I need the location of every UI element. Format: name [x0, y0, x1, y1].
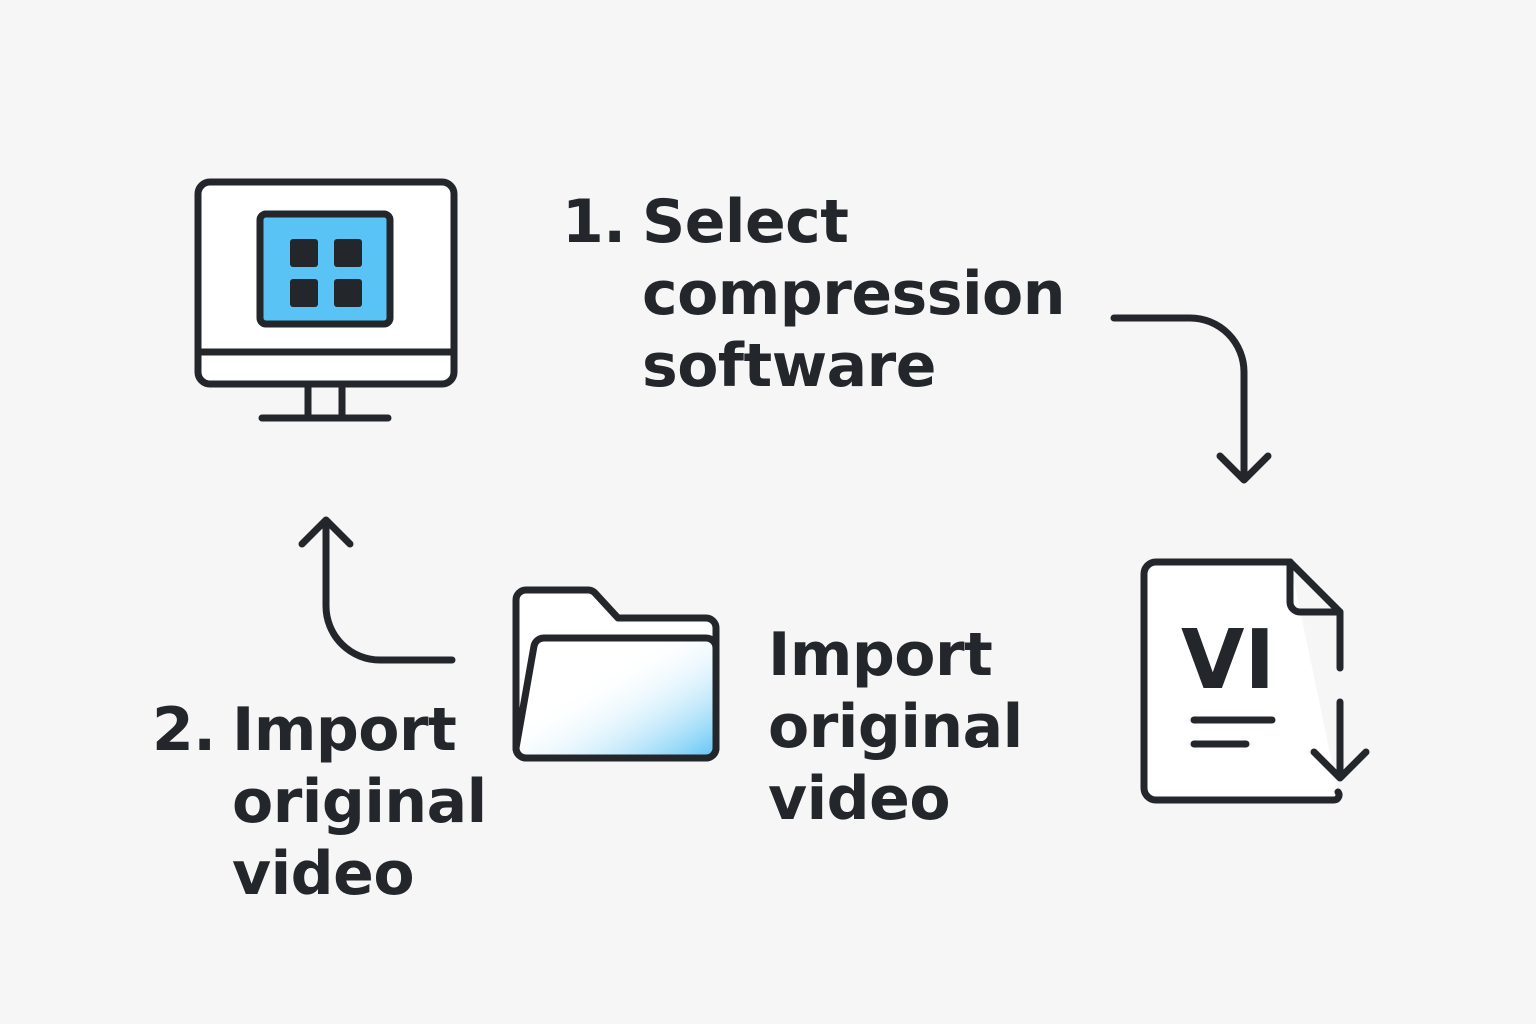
step-1-number: 1. [562, 187, 626, 257]
folder-label: Import original video [768, 619, 1023, 835]
step-1-line-3: software [642, 331, 936, 401]
step-2-number: 2. [152, 695, 216, 765]
step-1-line-2: compression [642, 259, 1065, 329]
video-file-icon: VI [1140, 558, 1344, 804]
app-grid-icon [256, 210, 394, 328]
arrow-to-monitor-icon [298, 516, 456, 664]
step-1-label: 1. Select compression software [562, 186, 1065, 402]
step-2-line-1: Import [232, 695, 457, 765]
download-arrow-icon [1310, 698, 1370, 782]
arrow-to-file-icon [1110, 314, 1272, 484]
step-2-line-3: video [232, 839, 415, 909]
step-2-line-2: original [232, 767, 487, 837]
folder-label-line-3: video [768, 764, 951, 834]
step-2-label: 2. Import original video [152, 694, 487, 910]
folder-label-line-2: original [768, 692, 1023, 762]
file-icon-letters: VI [1181, 613, 1275, 708]
step-1-line-1: Select [642, 187, 849, 257]
folder-icon [512, 586, 720, 762]
folder-label-line-1: Import [768, 620, 993, 690]
